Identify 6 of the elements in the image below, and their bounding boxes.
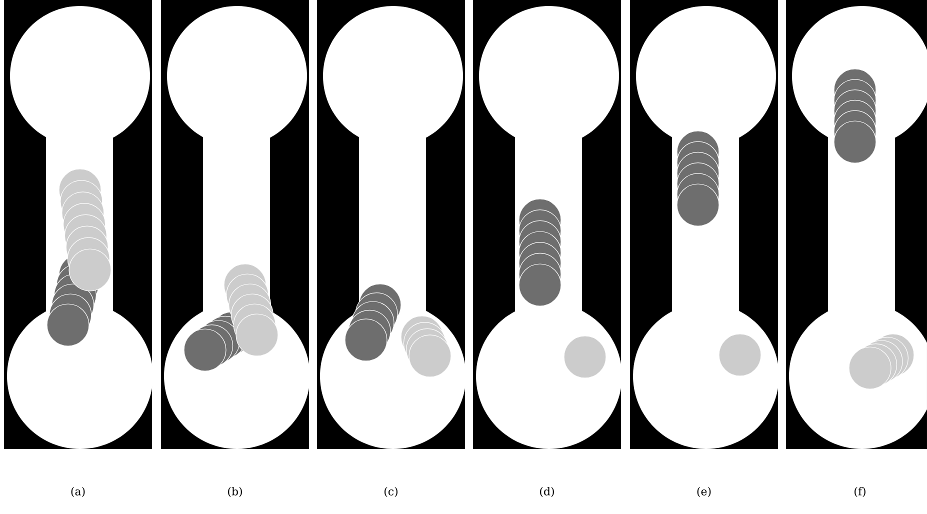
panel-label: (d) [540,486,554,498]
panel-label: (e) [697,486,711,498]
panel-label: (a) [71,486,85,498]
panel-label: (c) [384,486,398,498]
panel-label: (b) [228,486,242,498]
panel-label: (f) [854,486,866,498]
